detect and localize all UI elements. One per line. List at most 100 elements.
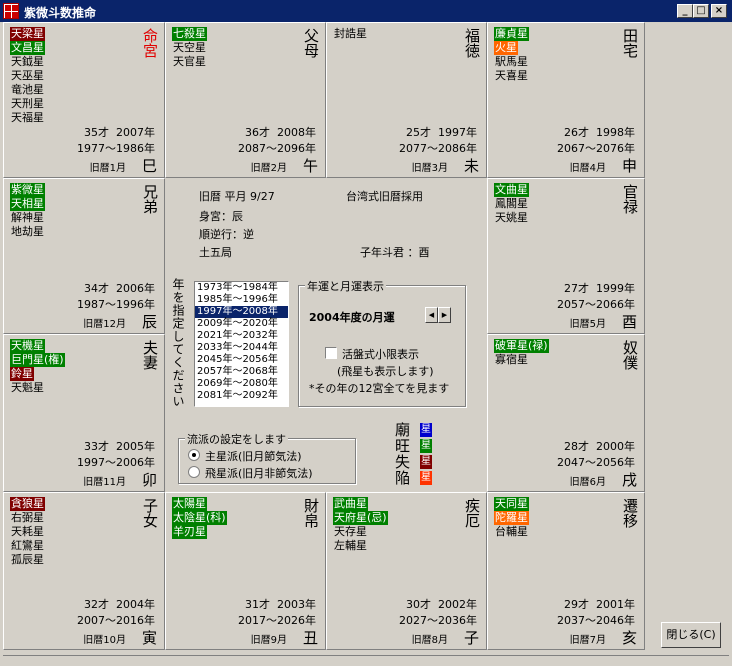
flying-star-sub: (飛星も表示します) — [337, 365, 434, 378]
note-text: *その年の12宮全てを見ます — [309, 382, 450, 395]
luck-range: 1977〜1986年 — [77, 142, 155, 155]
year-option[interactable]: 2057年〜2068年 — [197, 366, 278, 377]
luck-range: 1997〜2006年 — [77, 456, 155, 469]
year-option[interactable]: 1973年〜1984年 — [197, 282, 278, 293]
palace-name: 財帛 — [302, 498, 320, 528]
star-item: 天刑星 — [11, 97, 44, 110]
earthly-branch: 辰 — [141, 313, 157, 331]
center-panel: 旧暦 平月 9/27 台湾式旧暦採用 身宮：辰 順逆行：逆 土五局 子年斗君 ：… — [165, 178, 486, 492]
year-option[interactable]: 2033年〜2044年 — [197, 342, 278, 353]
lunar-month: 旧暦12月 — [83, 319, 126, 330]
luck-range: 2077〜2086年 — [399, 142, 477, 155]
star-item: 天機星 — [10, 339, 45, 353]
age-year: 34才 2006年 — [84, 282, 155, 295]
age-year: 26才 1998年 — [564, 126, 635, 139]
close-button[interactable]: 閉じる(C) — [661, 622, 721, 648]
star-item: 天耗星 — [11, 525, 44, 538]
luck-range: 2037〜2046年 — [557, 614, 635, 627]
calendar-mode: 台湾式旧暦採用 — [346, 190, 423, 203]
flying-star-checkbox[interactable] — [325, 347, 337, 359]
legend-word: 旺 — [395, 437, 411, 455]
age-year: 30才 2002年 — [406, 598, 477, 611]
lunar-month: 旧暦10月 — [83, 635, 126, 646]
close-window-button[interactable]: × — [711, 4, 727, 18]
star-item: 破軍星(禄) — [494, 339, 549, 353]
year-option[interactable]: 2045年〜2056年 — [197, 354, 278, 365]
year-option[interactable]: 2069年〜2080年 — [197, 378, 278, 389]
star-item: 天魁星 — [11, 381, 44, 394]
star-item: 武曲星 — [333, 497, 368, 511]
star-list: 天梁星文昌星天鉞星天巫星竜池星天刑星天福星 — [10, 27, 45, 125]
luck-groupbox: 年運と月運表示 2004年度の月運 ◀ ▶ 活盤式小限表示 (飛星も表示します)… — [298, 278, 466, 407]
star-item: 天空星 — [173, 41, 206, 54]
star-list: 太陽星太陰星(科)羊刃星 — [172, 497, 227, 539]
lunar-month: 旧暦4月 — [569, 163, 606, 174]
radio-main-star[interactable] — [188, 449, 200, 461]
star-item: 孤辰星 — [11, 553, 44, 566]
star-item: 地劫星 — [11, 225, 44, 238]
age-year: 36才 2008年 — [245, 126, 316, 139]
star-item: 台輔星 — [495, 525, 528, 538]
legend-swatch: 星 — [420, 455, 432, 469]
star-item: 天相星 — [10, 197, 45, 211]
star-list: 七殺星天空星天官星 — [172, 27, 207, 69]
star-item: 羊刃星 — [172, 525, 207, 539]
app-icon — [3, 3, 19, 19]
luck-range: 2057〜2066年 — [557, 298, 635, 311]
star-item: 火星 — [494, 41, 518, 55]
star-item: 廉貞星 — [494, 27, 529, 41]
palace-name: 福徳 — [463, 28, 481, 58]
next-year-button[interactable]: ▶ — [438, 307, 451, 323]
minimize-button[interactable]: _ — [677, 4, 693, 18]
legend-swatch: 星 — [420, 439, 432, 453]
star-item: 貪狼星 — [10, 497, 45, 511]
legend-swatch: 星 — [420, 471, 432, 485]
star-item: 天存星 — [334, 525, 367, 538]
luck-range: 2047〜2056年 — [557, 456, 635, 469]
radio-flying-star[interactable] — [188, 466, 200, 478]
lunar-month: 旧暦9月 — [250, 635, 287, 646]
age-year: 32才 2004年 — [84, 598, 155, 611]
palace-name: 命宮 — [141, 28, 159, 58]
year-option[interactable]: 2081年〜2092年 — [197, 390, 278, 401]
star-list: 武曲星天府星(忌)天存星左輔星 — [333, 497, 388, 553]
prev-year-button[interactable]: ◀ — [425, 307, 438, 323]
year-option[interactable]: 2009年〜2020年 — [197, 318, 278, 329]
star-item: 駅馬星 — [495, 55, 528, 68]
lunar-month: 旧暦3月 — [411, 163, 448, 174]
star-item: 巨門星(権) — [10, 353, 65, 367]
year-option[interactable]: 1985年〜1996年 — [197, 294, 278, 305]
earthly-branch: 未 — [463, 157, 479, 175]
age-year: 31才 2003年 — [245, 598, 316, 611]
earthly-branch: 寅 — [141, 629, 157, 647]
maximize-button[interactable]: □ — [693, 4, 709, 18]
earthly-branch: 申 — [621, 157, 637, 175]
star-list: 紫微星天相星解神星地劫星 — [10, 183, 45, 239]
year-option[interactable]: 1997年〜2008年 — [195, 306, 288, 318]
year-option[interactable]: 2021年〜2032年 — [197, 330, 278, 341]
star-item: 紅鸞星 — [11, 539, 44, 552]
star-item: 太陰星(科) — [172, 511, 227, 525]
star-item: 紫微星 — [10, 183, 45, 197]
star-list: 破軍星(禄)寡宿星 — [494, 339, 549, 367]
lunar-month: 旧暦8月 — [411, 635, 448, 646]
star-item: 封誥星 — [334, 27, 367, 40]
palace-name: 疾厄 — [463, 498, 481, 528]
star-item: 太陽星 — [172, 497, 207, 511]
age-year: 27才 1999年 — [564, 282, 635, 295]
element-bureau: 土五局 — [199, 246, 232, 259]
lunar-month: 旧暦11月 — [83, 477, 126, 488]
age-year: 33才 2005年 — [84, 440, 155, 453]
star-item: 天官星 — [173, 55, 206, 68]
earthly-branch: 卯 — [141, 471, 157, 489]
star-item: 解神星 — [11, 211, 44, 224]
